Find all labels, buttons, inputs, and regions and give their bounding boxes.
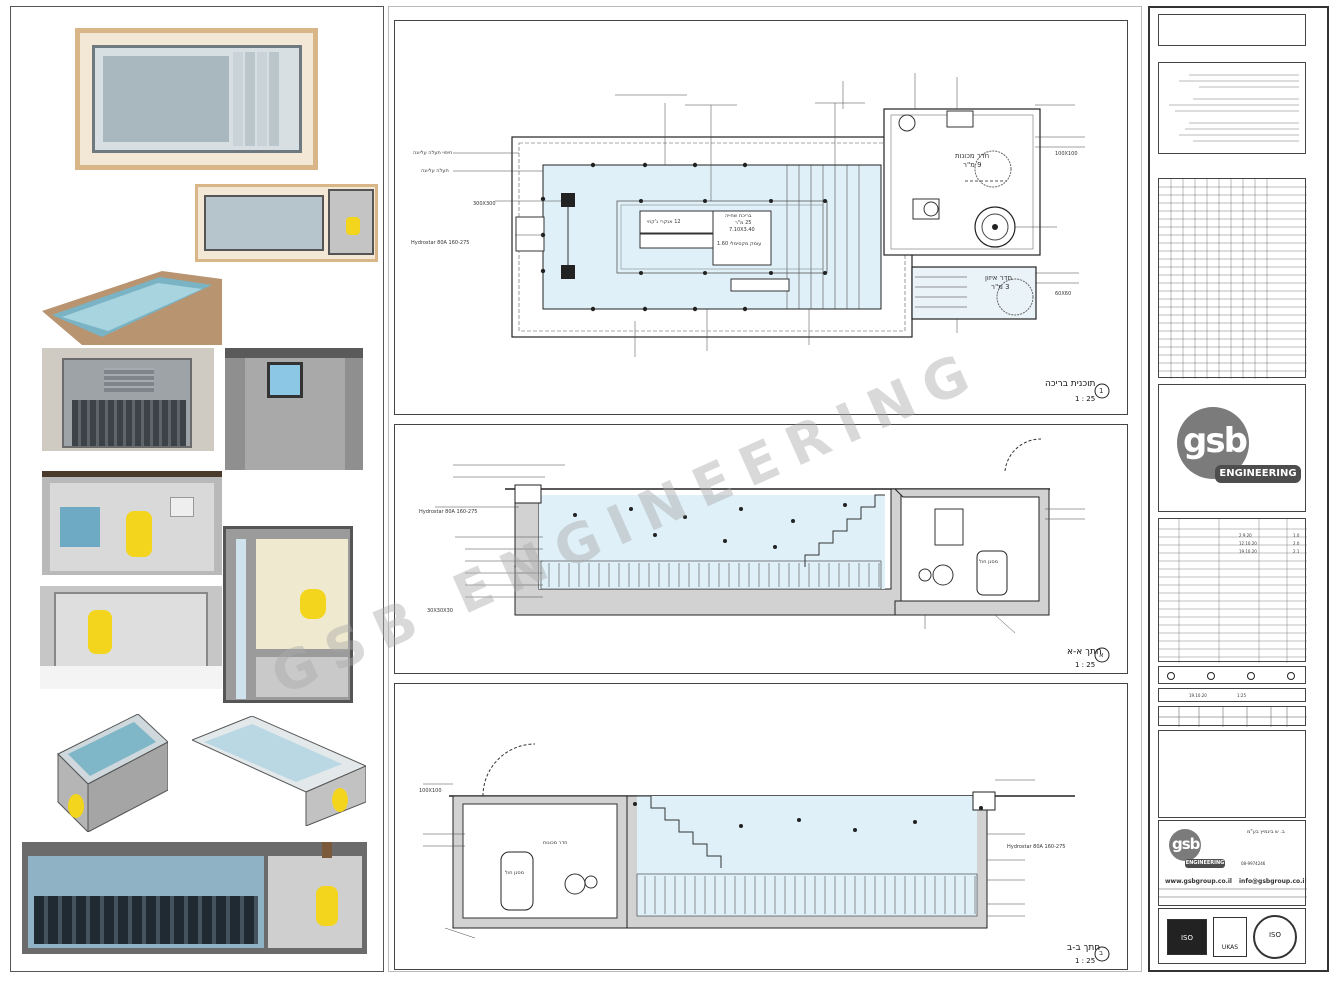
render-pool-perspective: [42, 271, 222, 345]
company-info-lines: [1159, 888, 1307, 898]
company-website: www.gsbgroup.co.il: [1165, 878, 1232, 885]
render-section-1: [42, 348, 214, 451]
plan-scale: 1 : 25: [1075, 395, 1096, 403]
tb-info-table: [1158, 706, 1307, 727]
bb-number: ב: [1099, 949, 1104, 957]
render-plan-machine-room: [195, 184, 378, 262]
render-machine-room-plan: [223, 526, 353, 703]
aa-title: חתך א-א: [1067, 647, 1102, 657]
cert-iso-1-text: ISO: [1180, 934, 1194, 942]
plan-dims-300: 300X300: [473, 201, 496, 207]
tb-notes-box: [1158, 62, 1306, 154]
cert-ukas: UKAS: [1213, 917, 1247, 957]
revision-2-num: 2.0: [1293, 541, 1300, 546]
bb-scale: 1 : 25: [1075, 957, 1096, 965]
revision-2-date: 12.10.20: [1239, 541, 1257, 546]
revision-3-num: 2.1: [1293, 549, 1300, 554]
aa-dims: 30X30X30: [427, 608, 453, 614]
render-skimmer-detail: [225, 348, 363, 470]
render-isometric-1: [28, 714, 168, 832]
company-logo-badge: ENGINEERING: [1185, 859, 1225, 868]
section-bb-svg: [423, 743, 1110, 962]
tb-header-box: [1158, 14, 1306, 46]
aa-cover-label: Hydrostar 80A 160-275: [419, 509, 478, 515]
bb-room-machine: חדר מכונות: [543, 840, 568, 846]
materials-grid: [1159, 179, 1307, 379]
company-email: info@gsbgroup.co.il: [1239, 878, 1307, 885]
legend-circles: [1167, 672, 1295, 680]
plan-room-machine: חדר מכונות: [955, 152, 990, 160]
plan-note-left-2: תעלה עליונה: [421, 168, 449, 174]
aa-scale: 1 : 25: [1075, 661, 1096, 669]
render-machine-room-1: [42, 471, 222, 575]
plan-number: 1: [1099, 387, 1104, 395]
revision-1-num: 1.0: [1293, 533, 1300, 538]
bb-door-dims: 100X100: [419, 788, 442, 794]
company-name: ב. ש בינמיץ בע"מ: [1247, 829, 1285, 835]
tb-scale-row: 1:25 19.10.20: [1158, 688, 1306, 702]
logo-text: gsb: [1183, 421, 1248, 461]
aa-filter-label: מסנן חול: [979, 559, 999, 565]
company-phone: 08-9974246: [1241, 861, 1266, 866]
tb-revisions-table: 1.0 2.9.20 2.0 12.10.20 2.1 19.10.20: [1158, 518, 1307, 663]
plan-pool-info-3: 7.10X3.40: [729, 227, 755, 233]
company-logo-circle: [1169, 829, 1201, 861]
plan-room-machine-area: 9 מ"ר: [963, 161, 982, 169]
plan-note-left-1: חיפוי תעלה עליונה: [413, 150, 453, 156]
tb-logo-box: gsb ENGINEERING: [1158, 384, 1306, 512]
render-isometric-2: [192, 716, 366, 826]
cert-iso-2: ISO: [1253, 915, 1297, 959]
revision-3-date: 19.10.20: [1239, 549, 1257, 554]
revision-1-date: 2.9.20: [1239, 533, 1252, 538]
plan-room-balance-area: 3 מ"ר: [991, 283, 1010, 291]
pool-plan-drawing: חיפוי תעלה עליונה תעלה עליונה 300X300 Hy…: [394, 20, 1128, 415]
bb-title: חתך ב-ב: [1067, 943, 1101, 953]
plan-jets-label: 12 אנקרי ג'קוזי: [647, 219, 681, 225]
render-machine-room-2: [40, 586, 222, 689]
plan-cover-label: Hydrostar 80A 160-275: [411, 240, 470, 246]
revisions-grid: [1159, 519, 1307, 663]
bb-filter-label: מסנן חול: [505, 870, 525, 876]
render-top-plan: [75, 28, 318, 170]
plan-dims-600: 60X60: [1055, 291, 1072, 297]
bb-cover-label: Hydrostar 80A 160-275: [1007, 844, 1066, 850]
plan-room-balance: חדר איזון: [985, 274, 1013, 282]
tb-materials-table: [1158, 178, 1307, 379]
tb-blank-box: [1158, 730, 1306, 818]
tb-legend-row: [1158, 666, 1306, 684]
company-logo-text: gsb: [1172, 835, 1200, 853]
plan-pool-info-2: 25 מ"ר: [735, 220, 752, 226]
aa-number: א: [1099, 651, 1104, 659]
plan-pool-info-4: עומק מקסימלי 1.60: [717, 241, 762, 247]
tb-company-box: gsb ENGINEERING ב. ש בינמיץ בע"מ 08-9974…: [1158, 820, 1307, 906]
cert-iso-1: ISO: [1167, 919, 1207, 955]
section-aa-svg: [435, 438, 1110, 663]
render-long-section: [22, 842, 367, 954]
tb-scale-value: 1:25: [1237, 693, 1246, 698]
plan-title: תוכנית בריכה: [1045, 379, 1096, 389]
tb-date-value: 19.10.20: [1189, 693, 1207, 698]
cert-ukas-text: UKAS: [1221, 944, 1239, 951]
pool-plan-svg: [453, 73, 1110, 399]
plan-dims-100: 100X100: [1055, 151, 1078, 157]
section-bb-drawing: 100X100 חדר מכונות מסנן חול Hydrostar 80…: [394, 683, 1128, 970]
tb-info-grid: [1159, 707, 1307, 727]
tb-certifications: ISO UKAS ISO: [1158, 908, 1306, 964]
plan-pool-info-1: בריכת שחייה: [725, 213, 752, 219]
tb-notes-lines: [1169, 74, 1299, 142]
cert-iso-2-text: ISO: [1268, 931, 1282, 939]
logo-engineering-badge: ENGINEERING: [1215, 465, 1301, 483]
section-aa-drawing: Hydrostar 80A 160-275 30X30X30 מסנן חול …: [394, 424, 1128, 674]
